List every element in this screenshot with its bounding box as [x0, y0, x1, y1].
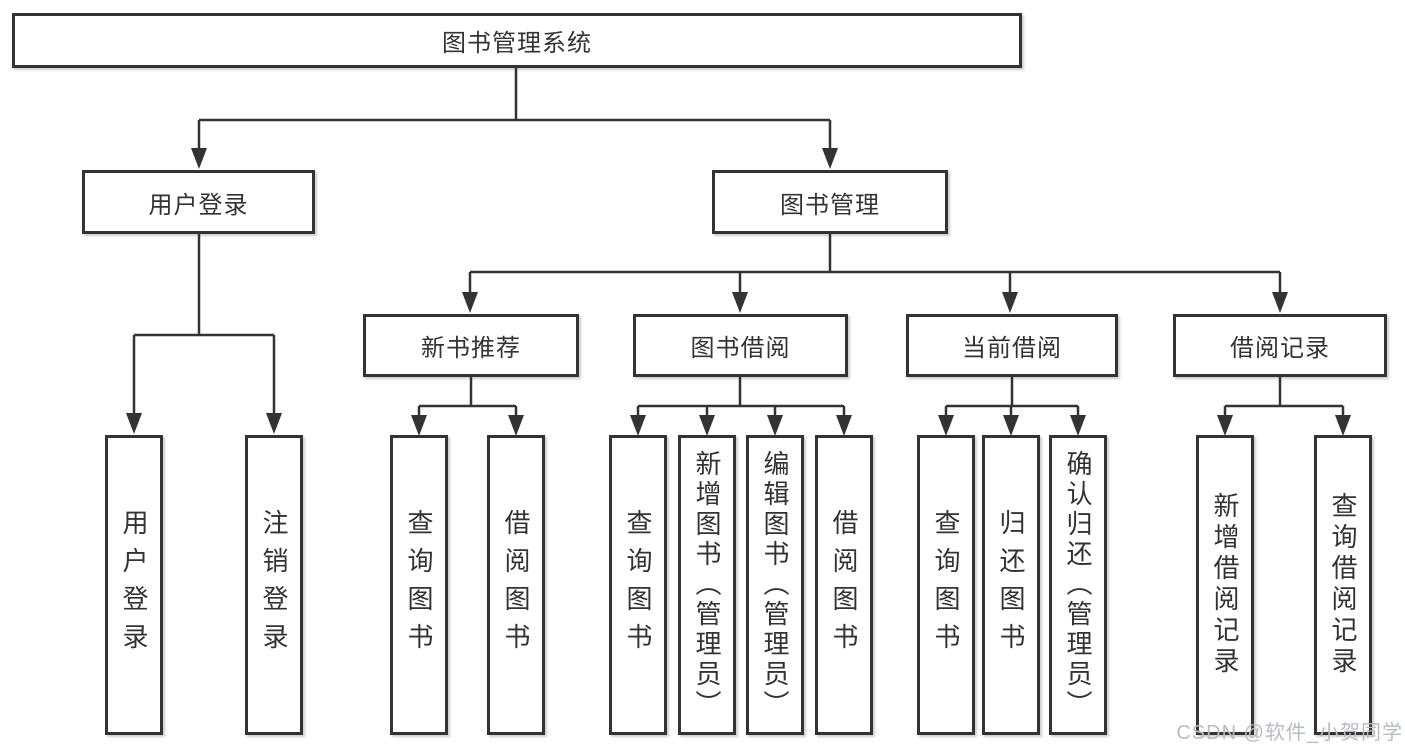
node-label: 查询图书 — [623, 509, 653, 661]
node-label: 用户登录 — [148, 191, 249, 219]
leaf-query-books-newbooks: 查询图书 — [390, 435, 448, 735]
node-label: 用户登录 — [119, 509, 149, 661]
node-label: 图书借阅 — [690, 335, 791, 362]
leaf-query-books-borrowing: 查询图书 — [609, 435, 667, 735]
leaf-query-borrow-record: 查询借阅记录 — [1314, 435, 1372, 735]
leaf-logout: 注销登录 — [245, 435, 303, 735]
node-label: 新增图书（管理员） — [692, 450, 722, 720]
node-label: 图书管理 — [780, 191, 880, 219]
node-root-system: 图书管理系统 — [12, 13, 1022, 68]
leaf-query-books-current: 查询图书 — [917, 435, 975, 735]
node-current-borrowing: 当前借阅 — [906, 314, 1118, 377]
node-label: 新书推荐 — [421, 335, 521, 362]
watermark: CSDN @软件_小贺同学 — [1176, 722, 1403, 744]
leaf-user-login: 用户登录 — [105, 435, 163, 735]
leaf-edit-books-admin: 编辑图书（管理员） — [746, 435, 804, 735]
node-label: 归还图书 — [996, 509, 1026, 661]
leaf-add-borrow-record: 新增借阅记录 — [1196, 435, 1254, 735]
node-label: 新增借阅记录 — [1210, 492, 1240, 678]
node-book-borrowing: 图书借阅 — [633, 314, 848, 377]
node-label: 查询图书 — [404, 509, 434, 661]
leaf-add-books-admin: 新增图书（管理员） — [678, 435, 736, 735]
leaf-confirm-return-admin: 确认归还（管理员） — [1049, 435, 1107, 735]
node-label: 借阅图书 — [501, 509, 531, 661]
node-label: 借阅图书 — [829, 509, 859, 661]
node-label: 当前借阅 — [962, 335, 1062, 362]
node-book-management: 图书管理 — [712, 170, 948, 234]
node-label: 注销登录 — [259, 509, 289, 661]
node-label: 查询图书 — [931, 509, 961, 661]
node-borrowing-records: 借阅记录 — [1173, 314, 1387, 377]
node-label: 确认归还（管理员） — [1063, 450, 1093, 720]
leaf-return-books: 归还图书 — [982, 435, 1040, 735]
leaf-borrow-books-newbooks: 借阅图书 — [487, 435, 545, 735]
node-user-login: 用户登录 — [82, 170, 315, 234]
leaf-borrow-books-borrowing: 借阅图书 — [815, 435, 873, 735]
node-label: 图书管理系统 — [442, 30, 592, 57]
node-label: 借阅记录 — [1230, 335, 1330, 362]
node-label: 编辑图书（管理员） — [760, 450, 790, 720]
node-label: 查询借阅记录 — [1328, 492, 1358, 678]
node-new-book-recommend: 新书推荐 — [363, 314, 579, 377]
